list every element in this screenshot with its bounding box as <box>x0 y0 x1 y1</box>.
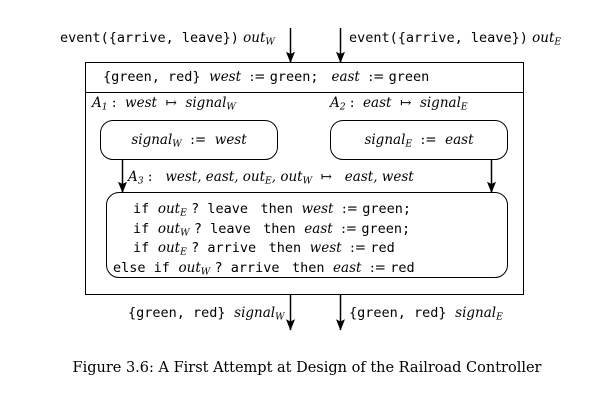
action-box-a3: if outE ? leave then west := green; if o… <box>106 192 508 278</box>
action-body-a2: signalE := east <box>364 131 474 150</box>
state-declaration-text: {green, red} west := green; east := gree… <box>103 69 430 85</box>
action-label-a3: A3 : west, east, outE, outW ↦ east, west <box>128 169 414 187</box>
action-label-a1: A1 : west ↦ signalW <box>92 95 236 113</box>
action-box-a2: signalE := east <box>330 120 508 160</box>
action-label-a2: A2 : east ↦ signalE <box>330 95 468 113</box>
code-line: if outE ? arrive then west := red <box>133 240 395 258</box>
state-declaration-row: {green, red} west := green; east := gree… <box>86 63 523 93</box>
action-box-a1: signalW := west <box>100 120 278 160</box>
input-port-label-west: event({arrive, leave}) outW <box>60 30 275 48</box>
code-line: else if outW ? arrive then east := red <box>113 259 415 278</box>
code-line: if outE ? leave then west := green; <box>133 201 411 219</box>
code-line: if outW ? leave then east := green; <box>133 220 411 239</box>
action-body-a1: signalW := west <box>131 131 247 150</box>
figure-caption: Figure 3.6: A First Attempt at Design of… <box>72 360 542 376</box>
input-port-label-east: event({arrive, leave}) outE <box>349 30 562 48</box>
output-port-label-west: {green, red} signalW <box>128 305 285 323</box>
output-port-label-east: {green, red} signalE <box>349 305 503 323</box>
action-body-a3: if outE ? leave then west := green; if o… <box>107 193 507 278</box>
